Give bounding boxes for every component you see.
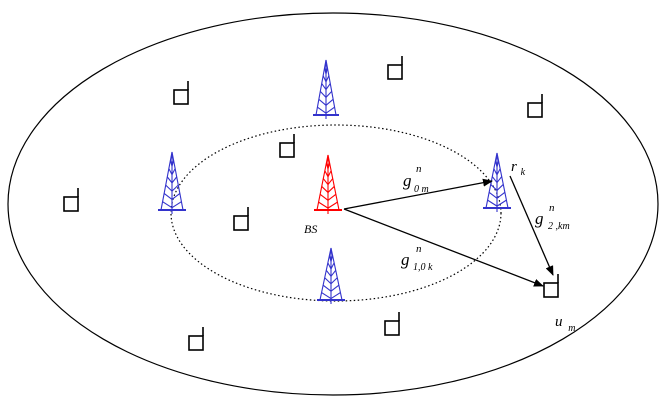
user-terminal-7 — [188, 327, 204, 351]
inner-relay-ring — [170, 124, 502, 302]
user-terminal-1 — [387, 56, 403, 80]
svg-text:g: g — [403, 171, 412, 190]
link-bs-to-relay — [343, 178, 493, 210]
user-terminal-3 — [527, 94, 543, 118]
channel-g10k-label: g n 1,0 k — [401, 243, 433, 273]
relay-tower-bottom — [317, 247, 345, 304]
link-relay-to-user — [509, 175, 554, 276]
svg-text:0 m: 0 m — [414, 184, 429, 195]
user-terminal-9 — [543, 274, 559, 298]
channel-g0m-label: g n 0 m — [403, 163, 429, 195]
relay-tower-left — [158, 151, 186, 214]
user-terminal-2 — [173, 81, 189, 105]
base-station-tower — [314, 154, 342, 214]
relay-tower-right — [483, 152, 511, 212]
svg-text:n: n — [416, 243, 422, 255]
svg-text:g: g — [401, 250, 410, 269]
user-terminal-5 — [63, 188, 79, 212]
svg-text:n: n — [416, 163, 422, 175]
svg-text:1,0 k: 1,0 k — [413, 262, 433, 273]
relay-k-label: r k — [511, 159, 526, 178]
link-bs-to-user — [343, 208, 544, 287]
outer-cell-ellipse — [7, 12, 659, 396]
svg-text:2 ,km: 2 ,km — [548, 221, 570, 232]
svg-text:n: n — [549, 202, 555, 214]
user-terminal-8 — [384, 312, 400, 336]
users-layer — [63, 56, 559, 351]
svg-text:g: g — [535, 209, 544, 228]
user-terminal-6 — [233, 207, 249, 231]
user-m-label: u m — [555, 314, 575, 334]
relay-tower-top — [313, 59, 339, 119]
user-terminal-4 — [279, 134, 295, 158]
channel-g2km-label: g n 2 ,km — [535, 202, 570, 232]
bs-label: BS — [304, 222, 317, 236]
towers-layer — [158, 59, 511, 304]
